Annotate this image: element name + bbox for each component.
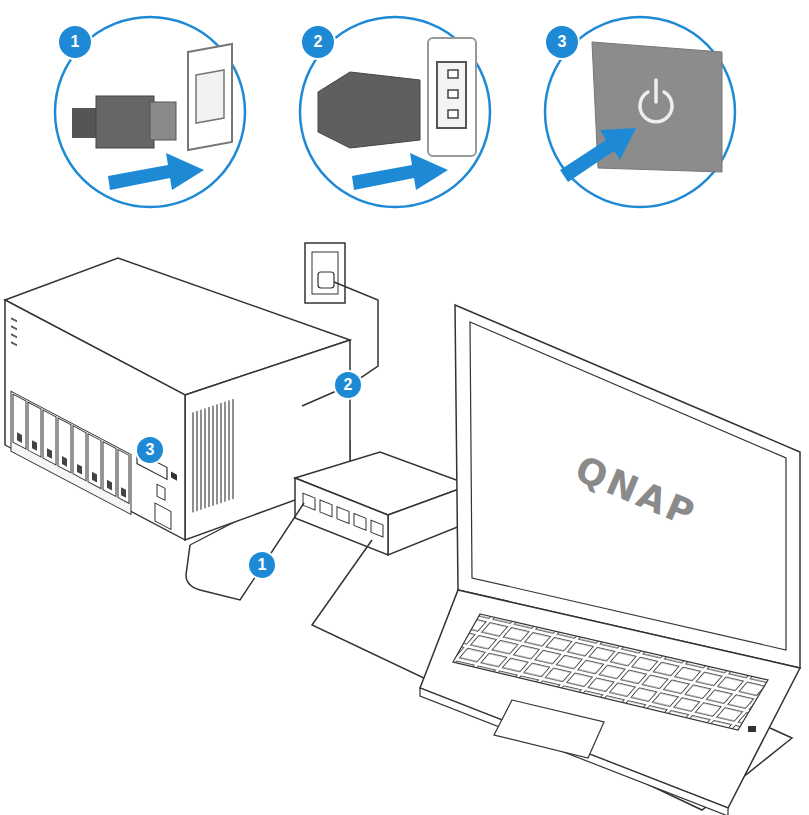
wall-outlet <box>305 243 345 303</box>
front-usb <box>155 503 171 529</box>
wall-plug <box>318 272 334 288</box>
switch-front <box>295 478 388 555</box>
callout-badge <box>545 25 579 59</box>
status-led <box>11 317 17 322</box>
power-inlet-plate <box>428 38 476 156</box>
power-cord <box>302 282 378 406</box>
rj45-plug-tip <box>150 102 176 140</box>
ethernet-port <box>337 507 349 524</box>
front-button <box>171 472 177 481</box>
outlet-plate <box>305 243 345 303</box>
tray-latch <box>32 440 37 451</box>
drive-tray <box>13 394 26 449</box>
callout-number: 2 <box>344 377 353 393</box>
tray-latch <box>47 448 52 459</box>
tray-latch <box>17 432 22 443</box>
ethernet-port <box>303 493 315 510</box>
nas-network-cable <box>186 503 304 600</box>
drive-tray <box>43 410 56 465</box>
nas-vents <box>193 399 233 512</box>
step-three-inset <box>545 17 735 207</box>
vent-slots <box>193 399 233 512</box>
callout-badge <box>136 436 164 464</box>
laptop-base <box>420 590 800 808</box>
drive-tray <box>28 402 41 457</box>
power-plug <box>318 72 420 148</box>
drive-tray <box>103 442 116 497</box>
tray-latch <box>107 480 112 491</box>
callout-badge <box>248 551 276 579</box>
drive-tray <box>58 418 71 473</box>
callout-badge <box>58 25 92 59</box>
tray-handles <box>17 432 126 497</box>
tray-latch <box>77 464 82 475</box>
nas-side <box>185 340 350 540</box>
inset-circle <box>545 17 735 207</box>
power-inlet <box>437 62 466 128</box>
press-arrow <box>560 128 636 182</box>
insert-arrow <box>108 153 204 190</box>
touchpad <box>494 700 604 758</box>
rj45-socket-hole <box>196 70 224 123</box>
keyboard <box>453 614 768 730</box>
drive-tray <box>88 434 101 489</box>
nas-front-face <box>5 300 185 540</box>
step-one-inset <box>55 17 245 207</box>
power-button <box>157 484 165 500</box>
network-switch <box>295 452 470 555</box>
rj45-socket <box>188 44 232 150</box>
callout-badge <box>334 371 362 399</box>
tray-latch <box>92 472 97 483</box>
ethernet-port <box>371 520 383 537</box>
laptop-port-plug <box>748 726 756 732</box>
callout-badge <box>301 25 335 59</box>
callout-number: 1 <box>258 557 267 573</box>
step-two-inset <box>300 17 490 207</box>
nas-front <box>5 300 185 543</box>
tray-latch <box>62 456 67 467</box>
status-led <box>11 325 17 330</box>
ethernet-port <box>354 513 366 530</box>
drive-tray <box>73 426 86 481</box>
laptop <box>420 305 800 815</box>
callout-number: 3 <box>146 442 155 458</box>
status-led <box>11 333 17 338</box>
tray-latch <box>121 487 126 498</box>
switch-ports <box>303 493 383 537</box>
drive-tray <box>118 450 129 504</box>
callout-number: 2 <box>314 34 323 50</box>
inlet-pin <box>448 90 458 98</box>
callout-number: 1 <box>71 34 80 50</box>
drive-bay-frame <box>11 391 131 514</box>
power-symbol <box>654 80 658 102</box>
inset-circle <box>55 17 245 207</box>
outlet-face <box>312 252 338 294</box>
laptop-screen <box>470 322 786 650</box>
rj45-plug <box>96 96 154 148</box>
insert-arrow <box>352 153 448 190</box>
status-led <box>11 341 17 346</box>
inset-circle <box>300 17 490 207</box>
inlet-pin <box>448 110 458 118</box>
callout-number: 3 <box>558 34 567 50</box>
inlet-pin <box>448 70 458 78</box>
drive-bays <box>13 394 129 503</box>
ethernet-port <box>320 500 332 517</box>
